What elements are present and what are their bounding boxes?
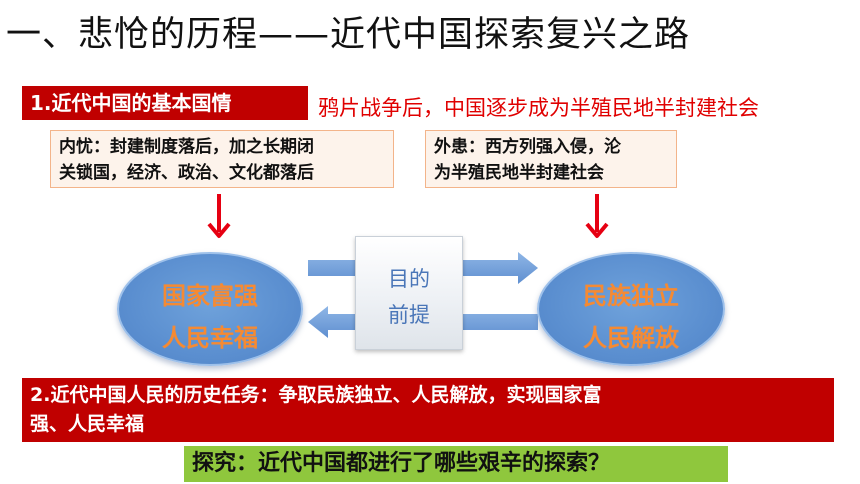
internal-troubles-line-1: 内忧：封建制度落后，加之长期闭 (59, 137, 314, 157)
page-title: 一、悲怆的历程——近代中国探索复兴之路 (6, 15, 691, 55)
explore-question: 探究：近代中国都进行了哪些艰辛的探索？ (184, 446, 728, 482)
goal-ellipse: 国家富强 人民幸福 (117, 252, 303, 366)
section1-statement: 鸦片战争后，中国逐步成为半殖民地半封建社会 (318, 96, 759, 120)
relation-box: 目的 前提 (355, 236, 463, 350)
internal-troubles-line-2: 关锁国，经济、政治、文化都落后 (59, 163, 314, 183)
premise-line-2: 人民解放 (583, 324, 679, 352)
premise-ellipse: 民族独立 人民解放 (537, 252, 725, 366)
premise-line-1: 民族独立 (583, 282, 679, 310)
external-threats-line-2: 为半殖民地半封建社会 (434, 163, 604, 183)
section1-header: 1.近代中国的基本国情 (22, 86, 308, 120)
relation-label-premise: 前提 (388, 303, 430, 327)
red-down-arrow-right (585, 194, 609, 238)
internal-troubles-box: 内忧：封建制度落后，加之长期闭 关锁国，经济、政治、文化都落后 (50, 130, 394, 188)
goal-line-2: 人民幸福 (162, 324, 258, 352)
section2-header: 2.近代中国人民的历史任务：争取民族独立、人民解放，实现国家富 强、人民幸福 (22, 378, 834, 442)
external-threats-box: 外患：西方列强入侵，沦 为半殖民地半封建社会 (425, 130, 677, 188)
section2-line-2: 强、人民幸福 (30, 413, 145, 435)
relation-label-purpose: 目的 (388, 267, 430, 291)
red-down-arrow-left (207, 194, 231, 238)
section2-line-1: 2.近代中国人民的历史任务：争取民族独立、人民解放，实现国家富 (30, 384, 602, 406)
external-threats-line-1: 外患：西方列强入侵，沦 (434, 137, 621, 157)
goal-line-1: 国家富强 (162, 282, 258, 310)
